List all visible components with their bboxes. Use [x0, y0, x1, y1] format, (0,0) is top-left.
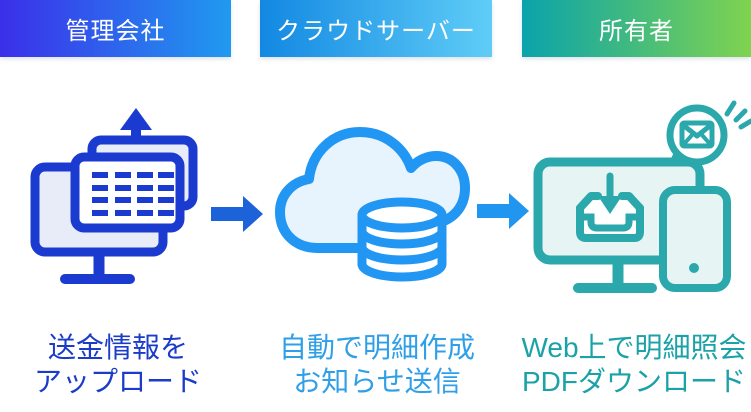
caption-cloud: 自動で明細作成 お知らせ送信	[257, 331, 497, 399]
smartphone-icon	[659, 186, 731, 292]
database-icon	[357, 197, 447, 282]
spreadsheet-window-icon	[70, 152, 185, 233]
envelope-icon	[679, 120, 715, 149]
caption-owner-line1: Web上で明細照会	[521, 332, 747, 363]
caption-management-line2: アップロード	[33, 366, 202, 397]
computer-upload-icon	[30, 108, 198, 284]
download-inbox-icon	[576, 172, 644, 242]
flow-arrow-2-icon	[477, 193, 529, 229]
header-cloud-server-label: クラウドサーバー	[276, 18, 476, 45]
header-management-company: 管理会社	[0, 0, 231, 57]
cloud-database-icon	[275, 127, 470, 282]
monitor-phone-mail-icon	[533, 100, 751, 293]
notification-ticks-icon	[724, 100, 751, 130]
header-management-company-label: 管理会社	[65, 18, 166, 45]
header-owner: 所有者	[522, 0, 751, 57]
download-arrow-icon	[598, 172, 622, 214]
header-cloud-server: クラウドサーバー	[260, 0, 492, 57]
caption-management-line1: 送金情報を	[47, 332, 188, 363]
caption-owner-line2: PDFダウンロード	[521, 366, 746, 397]
caption-management: 送金情報を アップロード	[0, 331, 238, 399]
header-owner-label: 所有者	[599, 18, 674, 45]
caption-cloud-line1: 自動で明細作成	[278, 332, 475, 363]
flow-arrow-1-icon	[211, 196, 263, 232]
table-cells-icon	[92, 172, 174, 216]
caption-owner: Web上で明細照会 PDFダウンロード	[514, 331, 751, 399]
caption-cloud-line2: お知らせ送信	[293, 366, 461, 397]
